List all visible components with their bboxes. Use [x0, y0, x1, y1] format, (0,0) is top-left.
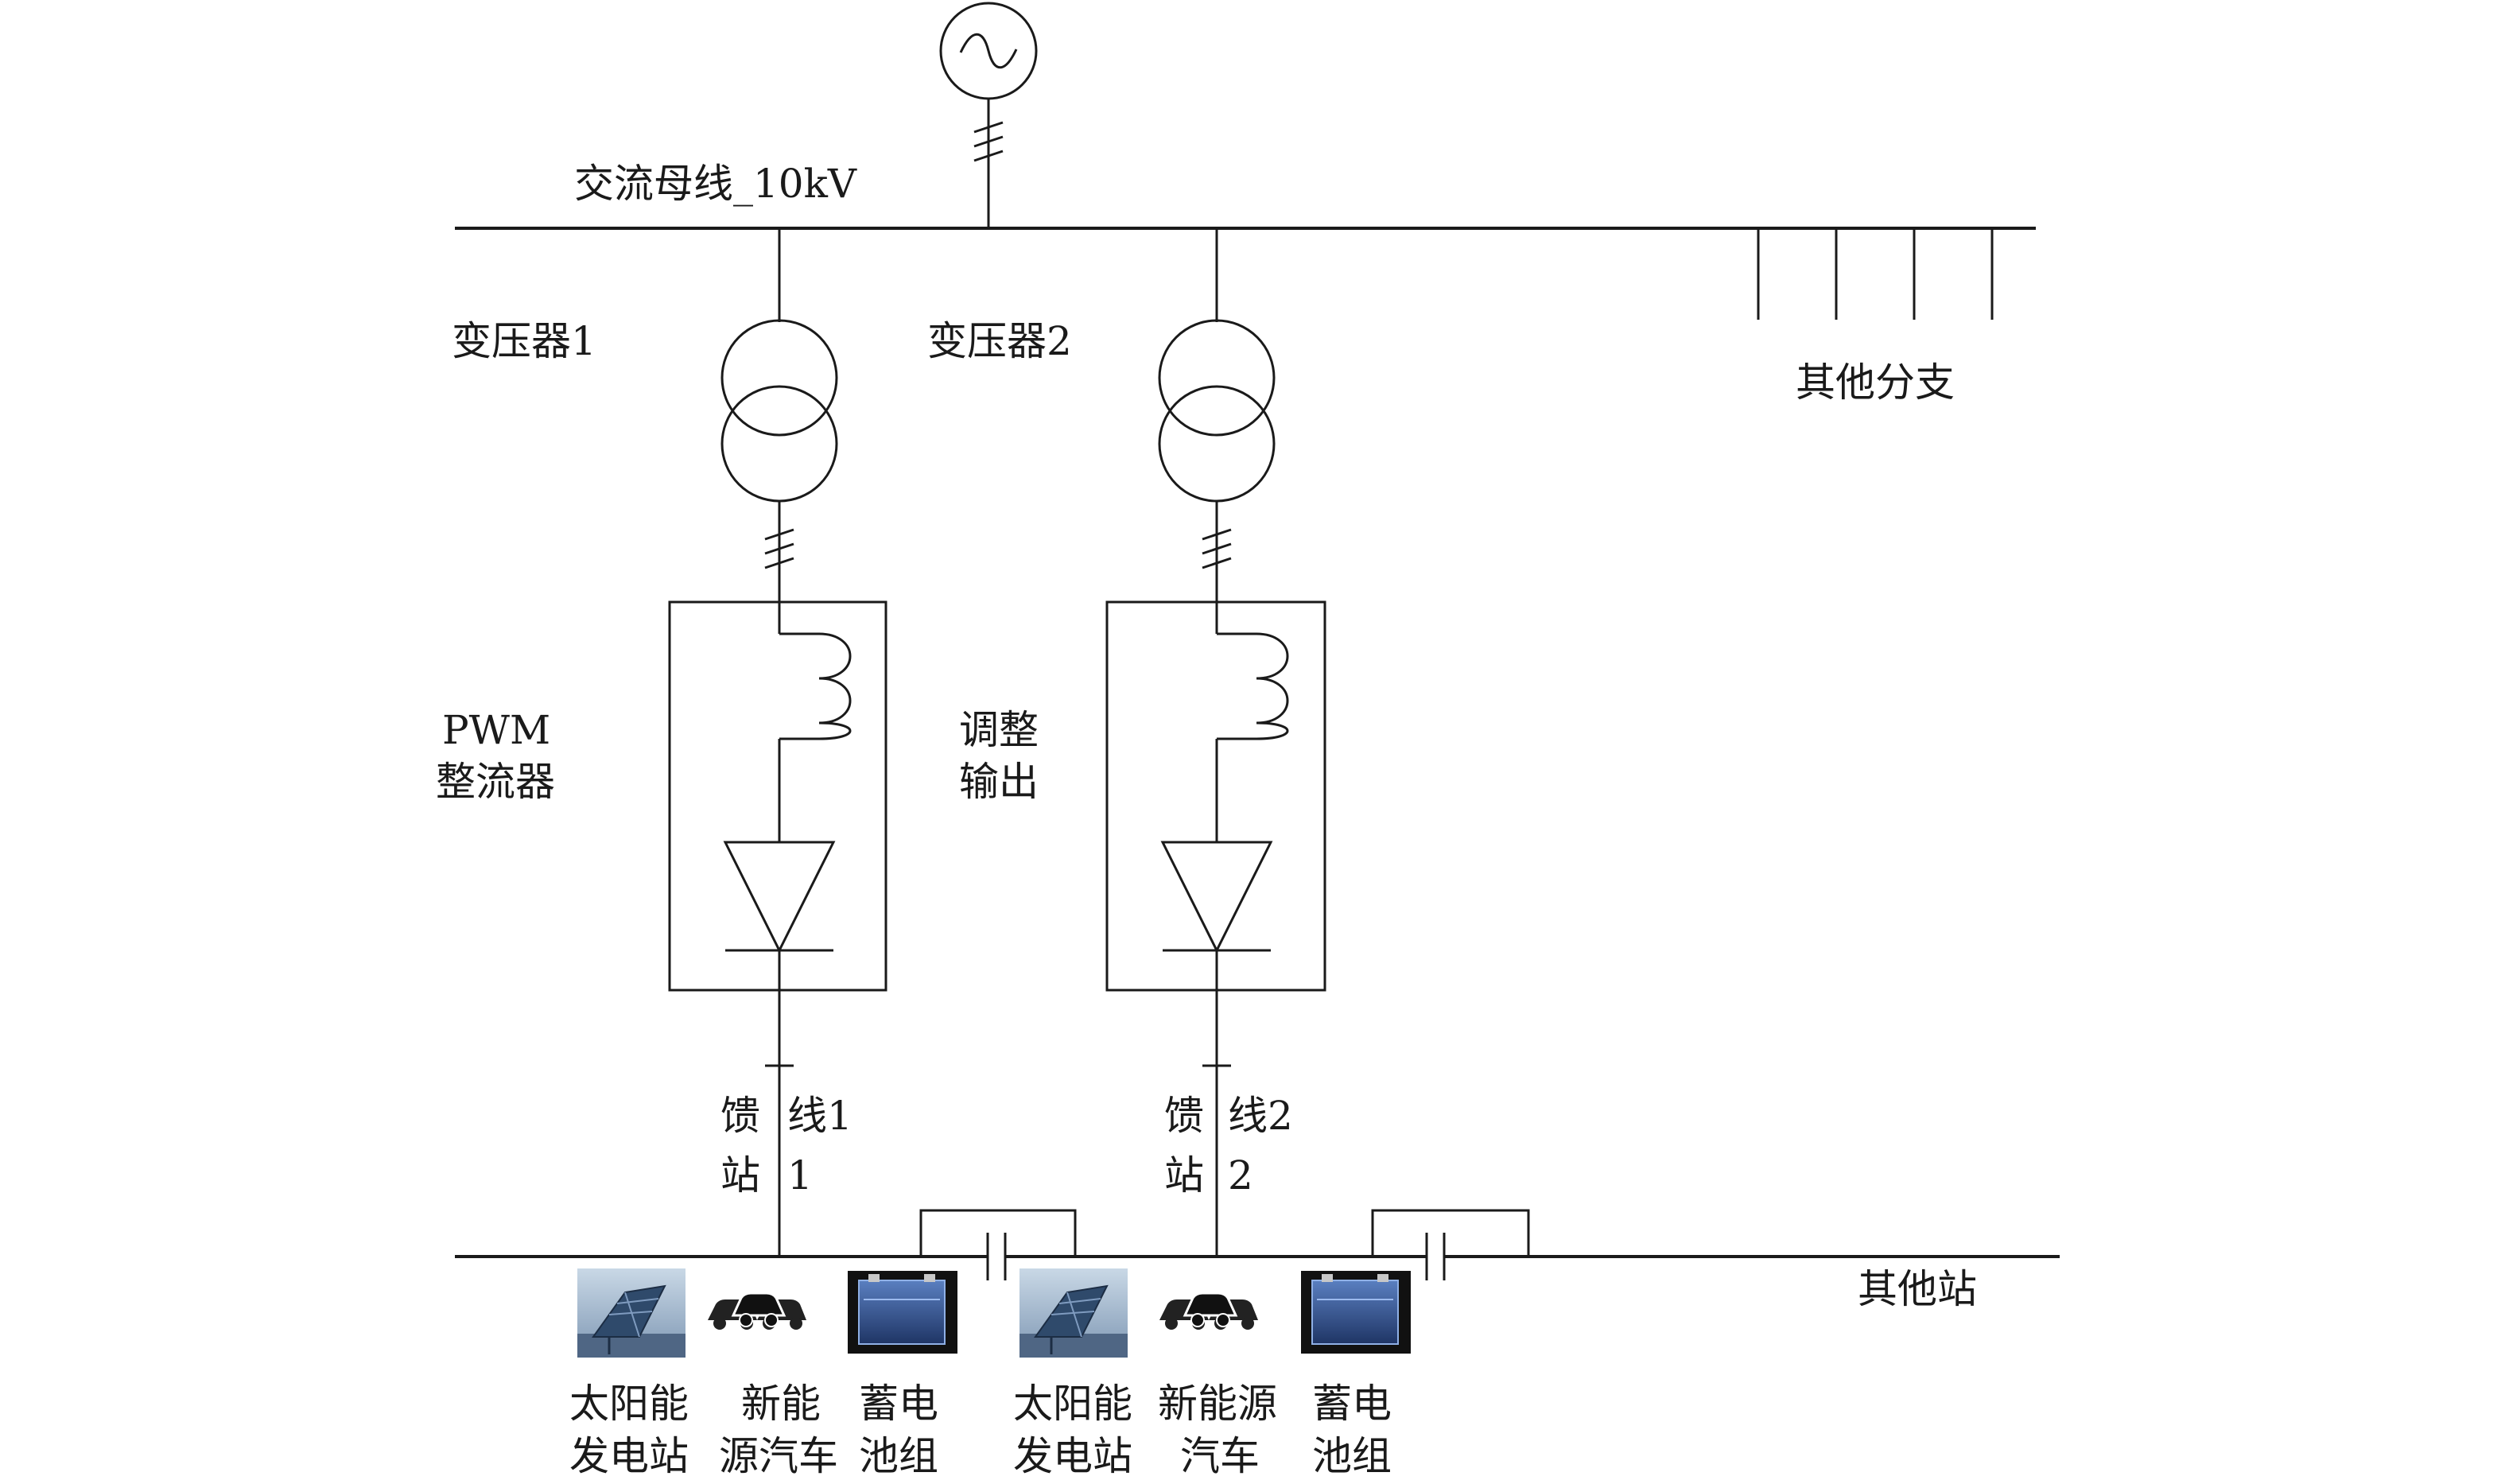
ac-bus-label: 交流母线_10kV — [574, 161, 857, 207]
transformer2-label: 变压器2 — [927, 318, 1072, 364]
solar-panel-icon — [1019, 1268, 1128, 1358]
station2-solar-label-line1: 太阳能 — [1013, 1381, 1132, 1427]
other-stations-label: 其他站 — [1858, 1266, 1977, 1312]
station1-battery-label-line2: 池组 — [859, 1433, 938, 1479]
pwm-label-line1: PWM — [442, 707, 550, 753]
feeder2-label-d: 2 — [1228, 1152, 1253, 1198]
station1-ev-label-line2: 源汽车 — [719, 1433, 838, 1479]
ac-generator-icon — [939, 2, 1038, 100]
transformer1-icon — [720, 319, 838, 503]
feeder2-label-c: 站 — [1164, 1152, 1204, 1198]
battery-icon — [848, 1271, 957, 1354]
inductor-icon — [818, 632, 852, 740]
adjust-label-line1: 调整 — [959, 707, 1039, 753]
diode-icon — [723, 841, 836, 954]
other-branches — [1757, 228, 1994, 320]
other-branches-label: 其他分支 — [1796, 359, 1955, 406]
feeder1-label-d: 1 — [787, 1152, 813, 1198]
solar-panel-icon — [577, 1268, 685, 1358]
capacitor-icon — [1371, 1209, 1530, 1280]
feeder1-label-c: 站 — [720, 1152, 760, 1198]
station2-ev-label-line2: 汽车 — [1180, 1433, 1260, 1479]
feeder1-label-b: 线1 — [787, 1093, 852, 1139]
three-phase-mark-icon — [764, 528, 794, 569]
station2-battery-label-line1: 蓄电 — [1312, 1381, 1392, 1427]
station2-ev-label-line1: 新能源 — [1158, 1381, 1277, 1427]
feeder1-label-a: 馈 — [720, 1093, 760, 1139]
feeder2-label-a: 馈 — [1164, 1093, 1204, 1139]
feeder2-label-b: 线2 — [1228, 1093, 1293, 1139]
transformer1-label: 变压器1 — [452, 318, 596, 364]
cars-icon — [708, 1292, 806, 1330]
pwm-rectifier1-box — [668, 600, 887, 992]
cars-icon — [1159, 1292, 1258, 1330]
adjust-label-line2: 输出 — [959, 759, 1039, 805]
pwm-rectifier2-box — [1105, 600, 1326, 992]
three-phase-mark-icon — [1202, 528, 1232, 569]
station1-ev-label-line1: 新能 — [741, 1381, 821, 1427]
pwm-label-line2: 整流器 — [436, 759, 555, 805]
station1-solar-label-line2: 发电站 — [569, 1433, 689, 1479]
station1-battery-label-line1: 蓄电 — [859, 1381, 938, 1427]
capacitor-icon — [919, 1209, 1077, 1280]
three-phase-mark-icon — [973, 121, 1004, 162]
station1-solar-label-line1: 太阳能 — [569, 1381, 689, 1427]
transformer2-icon — [1158, 319, 1276, 503]
station2-battery-label-line2: 池组 — [1312, 1433, 1392, 1479]
inductor-icon — [1256, 632, 1289, 740]
battery-icon — [1301, 1271, 1411, 1354]
diode-icon — [1160, 841, 1273, 954]
station2-solar-label-line2: 发电站 — [1013, 1433, 1132, 1479]
